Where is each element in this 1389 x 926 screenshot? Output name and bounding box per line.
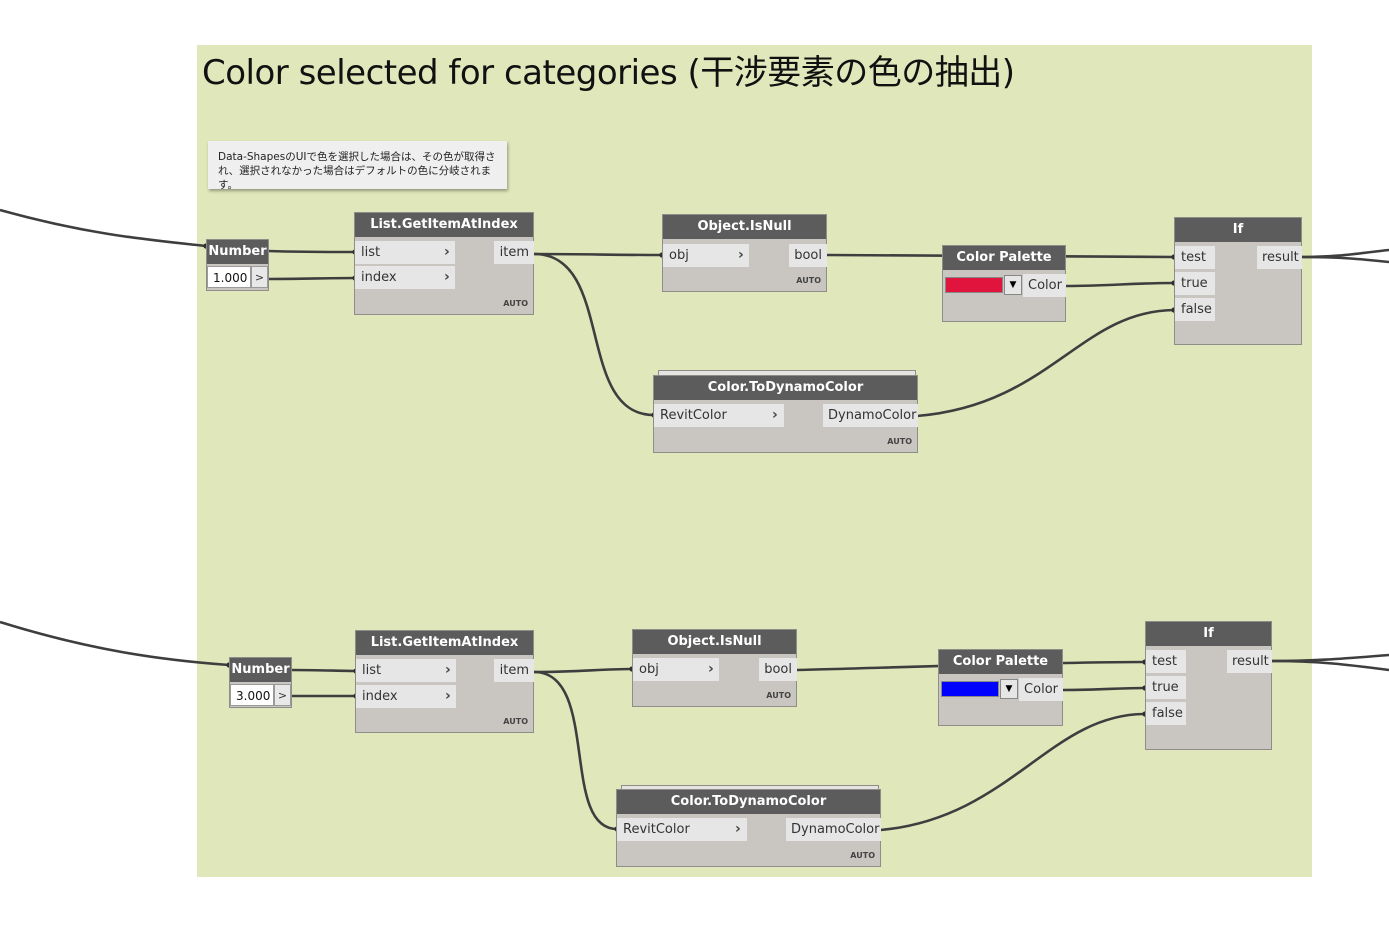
lacing-label[interactable]: AUTO	[887, 437, 912, 446]
chevron-right-icon: ›	[708, 661, 714, 677]
getitem-node-2[interactable]: List.GetItemAtIndex list › index › item …	[355, 630, 534, 733]
color-palette-node-2[interactable]: Color Palette ▼ Color	[938, 649, 1063, 726]
port-false[interactable]: false	[1146, 702, 1186, 725]
getitem-node-1[interactable]: List.GetItemAtIndex list › index › item …	[354, 212, 534, 315]
port-result[interactable]: result	[1257, 246, 1302, 269]
port-list[interactable]: list ›	[356, 659, 456, 682]
chevron-right-icon: ›	[738, 247, 744, 263]
port-color[interactable]: Color	[1023, 274, 1066, 297]
group-title[interactable]: Color selected for categories (干涉要素の色の抽出…	[202, 53, 1015, 93]
port-index[interactable]: index ›	[356, 685, 456, 708]
lacing-label[interactable]: AUTO	[503, 717, 528, 726]
number-node-1[interactable]: Number 1.000 >	[206, 239, 269, 291]
port-label: list	[362, 663, 382, 678]
node-stack-edge	[658, 370, 916, 375]
note[interactable]: Data-ShapesのUIで色を選択した場合は、その色が取得さ れ、選択されな…	[208, 141, 507, 191]
node-title: List.GetItemAtIndex	[355, 213, 533, 237]
port-color[interactable]: Color	[1019, 678, 1063, 701]
port-revitcolor[interactable]: RevitColor ›	[654, 404, 784, 427]
color-palette-node-1[interactable]: Color Palette ▼ Color	[942, 245, 1066, 322]
isnull-node-1[interactable]: Object.IsNull obj › bool AUTO	[662, 214, 827, 292]
node-title: List.GetItemAtIndex	[356, 631, 533, 655]
port-index[interactable]: index ›	[355, 266, 455, 289]
chevron-down-icon[interactable]: ▼	[1000, 679, 1018, 699]
number-value-input[interactable]: 3.000	[230, 684, 274, 706]
port-dynamocolor[interactable]: DynamoColor	[786, 818, 881, 841]
wire-result-out-1a	[1301, 248, 1389, 259]
todynamocolor-node-2[interactable]: Color.ToDynamoColor RevitColor › DynamoC…	[616, 789, 881, 867]
number-arrow-button[interactable]: >	[274, 684, 291, 706]
node-title: Number	[207, 240, 268, 264]
node-title: Color.ToDynamoColor	[617, 790, 880, 814]
port-item[interactable]: item	[494, 659, 534, 682]
todynamocolor-node-1[interactable]: Color.ToDynamoColor RevitColor › DynamoC…	[653, 375, 918, 453]
chevron-right-icon: ›	[444, 244, 450, 260]
number-value-input[interactable]: 1.000	[207, 266, 251, 288]
port-bool[interactable]: bool	[789, 244, 827, 267]
lacing-label[interactable]: AUTO	[503, 299, 528, 308]
port-list[interactable]: list ›	[355, 241, 455, 264]
node-title: Color Palette	[943, 246, 1065, 270]
port-test[interactable]: test	[1175, 246, 1215, 269]
chevron-right-icon: ›	[772, 407, 778, 423]
chevron-down-icon[interactable]: ▼	[1004, 275, 1022, 295]
wire-result-out-1b	[1301, 255, 1389, 264]
port-item[interactable]: item	[494, 241, 534, 264]
port-revitcolor[interactable]: RevitColor ›	[617, 818, 747, 841]
port-dynamocolor[interactable]: DynamoColor	[823, 404, 918, 427]
node-title: Object.IsNull	[663, 215, 826, 239]
chevron-right-icon: ›	[444, 269, 450, 285]
port-label: obj	[639, 662, 659, 677]
port-label: index	[361, 270, 397, 285]
port-test[interactable]: test	[1146, 650, 1186, 673]
color-swatch[interactable]	[945, 277, 1003, 293]
number-node-2[interactable]: Number 3.000 >	[229, 657, 292, 708]
node-title: If	[1146, 622, 1271, 646]
note-line-1: Data-ShapesのUIで色を選択した場合は、その色が取得さ	[218, 151, 496, 163]
node-title: Color.ToDynamoColor	[654, 376, 917, 400]
node-title: Color Palette	[939, 650, 1062, 674]
port-label: index	[362, 689, 398, 704]
lacing-label[interactable]: AUTO	[796, 276, 821, 285]
number-arrow-button[interactable]: >	[251, 266, 268, 288]
chevron-right-icon: ›	[735, 821, 741, 837]
lacing-label[interactable]: AUTO	[766, 691, 791, 700]
port-label: obj	[669, 248, 689, 263]
chevron-right-icon: ›	[445, 688, 451, 704]
lacing-label[interactable]: AUTO	[850, 851, 875, 860]
note-line-2: れ、選択されなかった場合はデフォルトの色に分岐されます。	[218, 165, 492, 191]
port-label: list	[361, 245, 381, 260]
if-node-1[interactable]: If test true false result	[1174, 217, 1302, 345]
wire-incoming-1	[0, 208, 207, 248]
port-label: RevitColor	[623, 822, 690, 837]
port-bool[interactable]: bool	[759, 658, 797, 681]
node-stack-edge	[621, 785, 879, 790]
chevron-right-icon: ›	[445, 662, 451, 678]
isnull-node-2[interactable]: Object.IsNull obj › bool AUTO	[632, 629, 797, 707]
node-title: If	[1175, 218, 1301, 242]
port-false[interactable]: false	[1175, 298, 1215, 321]
node-title: Number	[230, 658, 291, 682]
port-true[interactable]: true	[1146, 676, 1186, 699]
wire-incoming-2	[0, 620, 230, 667]
color-swatch[interactable]	[941, 681, 999, 697]
port-true[interactable]: true	[1175, 272, 1215, 295]
port-obj[interactable]: obj ›	[663, 244, 749, 267]
port-result[interactable]: result	[1227, 650, 1272, 673]
node-title: Object.IsNull	[633, 630, 796, 654]
if-node-2[interactable]: If test true false result	[1145, 621, 1272, 750]
port-label: RevitColor	[660, 408, 727, 423]
port-obj[interactable]: obj ›	[633, 658, 719, 681]
